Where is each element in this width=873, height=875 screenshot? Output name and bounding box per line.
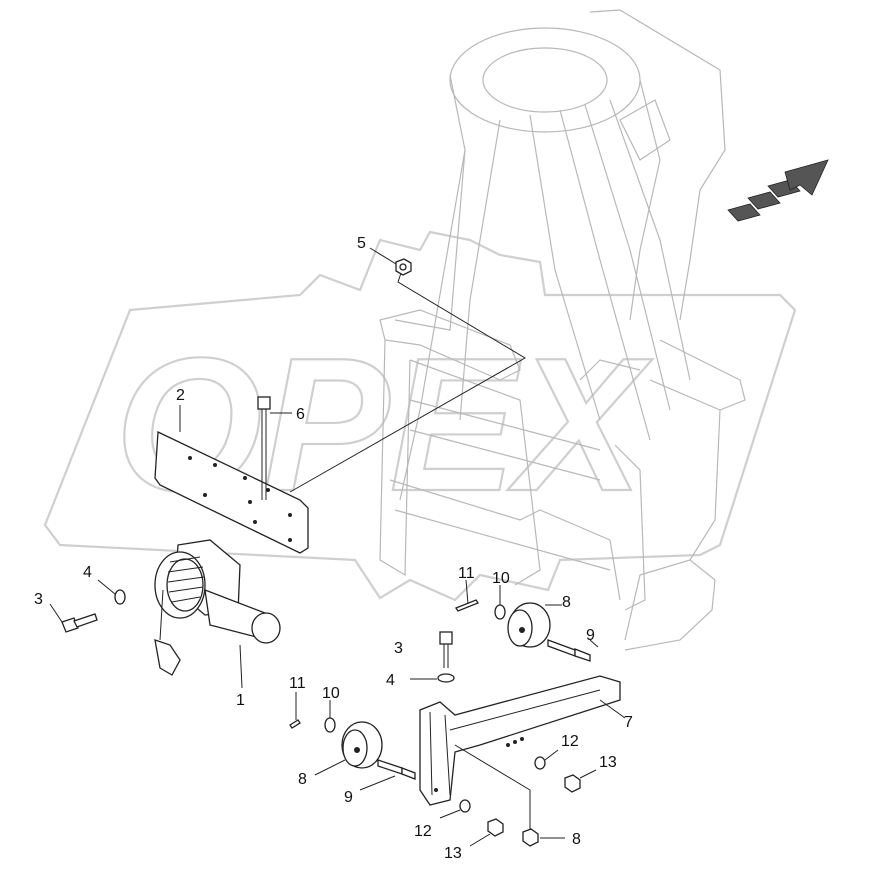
callout-12-right: 12 xyxy=(561,733,579,750)
part-3-bolt-centre xyxy=(439,631,453,668)
callout-10-upper: 10 xyxy=(492,570,510,587)
part-12-washer-lower xyxy=(439,799,471,819)
part-6-bolt xyxy=(257,396,271,500)
callout-3-left: 3 xyxy=(34,591,43,608)
part-13-nut-lower xyxy=(469,818,504,847)
callout-1: 1 xyxy=(236,692,245,709)
callout-11-lower: 11 xyxy=(289,675,306,692)
leader-lines xyxy=(179,247,501,718)
watermark-logo: OPEX xyxy=(43,230,797,602)
part-8-nut-bottom xyxy=(522,828,565,847)
callout-5: 5 xyxy=(357,235,366,252)
part-12-washer-right xyxy=(534,749,559,770)
callout-7: 7 xyxy=(624,714,633,731)
callout-11-upper: 11 xyxy=(458,565,475,582)
part-3-bolt-left xyxy=(49,603,98,633)
part-8-roller-upper xyxy=(507,602,562,648)
part-4-washer-left xyxy=(97,579,126,605)
frame-structure xyxy=(379,9,746,651)
callout-6: 6 xyxy=(296,406,305,423)
direction-arrow-icon xyxy=(727,159,829,222)
callout-8-bottom: 8 xyxy=(572,831,581,848)
part-7-bracket-frame xyxy=(419,675,626,830)
callout-9-lower: 9 xyxy=(344,789,353,806)
part-1-winch xyxy=(154,539,281,689)
callout-13-right: 13 xyxy=(599,754,617,771)
part-8-roller-lower xyxy=(314,721,383,776)
callout-8-upper: 8 xyxy=(562,594,571,611)
callout-8-lower: 8 xyxy=(298,771,307,788)
part-11-cotter-pin-upper xyxy=(455,579,479,612)
part-10-washer-upper xyxy=(494,604,506,620)
part-9-pin-upper xyxy=(547,639,599,662)
callout-4-centre: 4 xyxy=(386,672,395,689)
callout-10-lower: 10 xyxy=(322,685,340,702)
part-13-nut-right xyxy=(564,769,597,793)
part-4-washer-centre xyxy=(410,673,455,683)
part-5-nut xyxy=(289,258,526,493)
callout-labels: 1 2 3 3 4 4 5 6 7 8 8 8 9 9 10 10 11 11 … xyxy=(34,235,633,862)
part-9-pin-lower xyxy=(359,759,416,791)
callout-12-lower: 12 xyxy=(414,823,432,840)
part-2-mounting-plate xyxy=(154,430,309,554)
callout-2: 2 xyxy=(176,387,185,404)
part-10-washer-lower xyxy=(324,717,336,733)
callout-9-upper: 9 xyxy=(586,627,595,644)
part-11-cotter-pin-lower xyxy=(289,692,301,729)
callout-4-left: 4 xyxy=(83,564,92,581)
callout-13-lower: 13 xyxy=(444,845,462,862)
callout-3-centre: 3 xyxy=(394,640,403,657)
